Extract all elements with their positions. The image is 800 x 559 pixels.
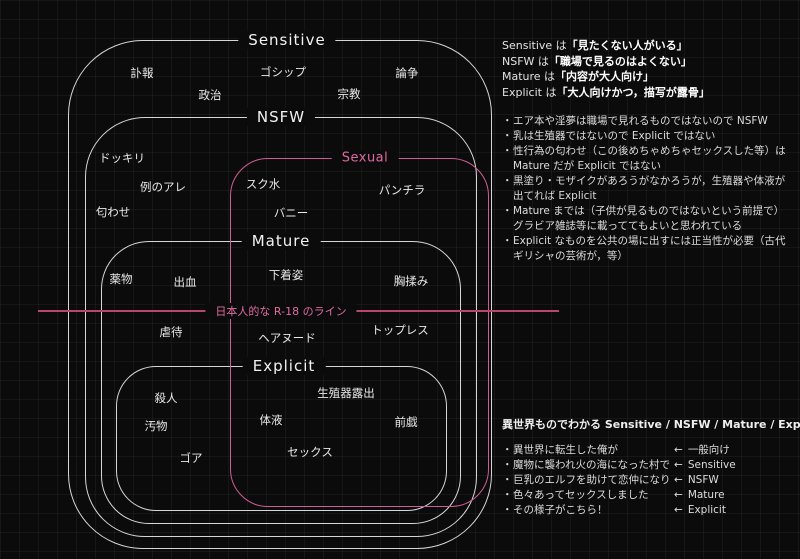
bullet-icon: ・ — [502, 504, 513, 516]
diagram-item: ゴシップ — [260, 65, 306, 79]
nsfw-label: NSFW — [246, 108, 316, 126]
bullet-icon: ・ — [502, 235, 513, 247]
diagram-item: ドッキリ — [99, 151, 145, 165]
diagram-item: 殺人 — [154, 391, 178, 405]
diagram-item: 前戯 — [394, 415, 418, 429]
diagram-item: 例のアレ — [140, 180, 186, 194]
definition-quote: 「職場で見るのはよくない」 — [548, 54, 692, 68]
bullet-icon: ・ — [502, 205, 513, 217]
diagram-item: 虐待 — [159, 325, 183, 339]
bullet-icon: ・ — [502, 145, 513, 157]
isekai-category: Explicit — [687, 504, 726, 516]
bullet-icon: ・ — [502, 175, 513, 187]
definition-prefix: NSFW は — [502, 54, 549, 68]
r18-line-label: 日本人的な R-18 のライン — [205, 303, 357, 319]
diagram-item: 宗教 — [337, 87, 361, 101]
bullet-icon: ・ — [502, 115, 513, 127]
diagram-item: ゴア — [179, 451, 203, 465]
note-text: 性行為の匂わせ（この後めちゃめちゃセックスした等）は Mature だが Exp… — [513, 145, 786, 172]
definition-line: Sensitive は「見たくない人がいる」 — [502, 38, 794, 54]
isekai-row: ・ 魔物に襲われ火の海になった村で ← Sensitive — [502, 458, 798, 473]
definition-quote: 「内容が大人向け」 — [555, 70, 655, 83]
definition-prefix: Mature は — [502, 70, 556, 83]
bullet-icon: ・ — [502, 474, 513, 486]
isekai-category: Sensitive — [687, 459, 736, 471]
note-bullet: ・Mature までは（子供が見るものではないという前提で）グラビア雑誌等に載っ… — [502, 204, 794, 234]
diagram-item: 論争 — [395, 66, 419, 80]
diagram-item: 政治 — [198, 88, 222, 102]
diagram-item: スク水 — [245, 177, 281, 191]
definitions-panel: Sensitive は「見たくない人がいる」 NSFW は「職場で見るのはよくな… — [502, 38, 794, 264]
isekai-line: 巨乳のエルフを助けて恋仲になり — [513, 474, 671, 486]
isekai-category: NSFW — [687, 474, 719, 486]
isekai-line: 色々あってセックスしました — [513, 489, 649, 501]
bullet-icon: ・ — [502, 130, 513, 142]
note-bullet: ・乳は生殖器ではないので Explicit ではない — [502, 129, 794, 144]
note-text: エア本や淫夢は職場で見れるものではないので NSFW — [513, 115, 768, 127]
bullet-icon: ・ — [502, 489, 513, 501]
definition-line: Mature は「内容が大人向け」 — [502, 69, 794, 85]
mature-label: Mature — [241, 232, 321, 250]
explicit-label: Explicit — [242, 357, 326, 375]
definition-quote: 「見たくない人がいる」 — [566, 39, 688, 52]
diagram-item: ヘアヌード — [258, 331, 316, 345]
diagram-item: 生殖器露出 — [317, 386, 375, 400]
isekai-row: ・ 異世界に転生した俺が ← 一般向け — [502, 443, 798, 458]
sexual-label: Sexual — [331, 150, 399, 166]
note-bullet: ・エア本や淫夢は職場で見れるものではないので NSFW — [502, 114, 794, 129]
isekai-line: 異世界に転生した俺が — [513, 444, 618, 456]
diagram-item: トップレス — [371, 323, 429, 337]
left-arrow-icon: ← — [674, 459, 683, 471]
note-bullet: ・黒塗り・モザイクがあろうがなかろうが，生殖器や体液が出てれば Explicit — [502, 174, 794, 204]
note-text: Mature までは（子供が見るものではないという前提で）グラビア雑誌等に載って… — [513, 205, 785, 232]
diagram-item: 訃報 — [130, 66, 154, 80]
notes-bullet-list: ・エア本や淫夢は職場で見れるものではないので NSFW ・乳は生殖器ではないので… — [502, 114, 794, 264]
note-bullet: ・性行為の匂わせ（この後めちゃめちゃセックスした等）は Mature だが Ex… — [502, 144, 794, 174]
diagram-item: セックス — [287, 445, 333, 459]
isekai-row: ・ 巨乳のエルフを助けて恋仲になり ← NSFW — [502, 473, 798, 488]
diagram-item: 出血 — [173, 275, 197, 289]
definition-line: Explicit は「大人向けかつ，描写が露骨」 — [502, 85, 794, 101]
isekai-example-panel: 異世界ものでわかる Sensitive / NSFW / Mature / Ex… — [502, 416, 800, 518]
definition-prefix: Explicit は — [502, 85, 557, 99]
left-arrow-icon: ← — [674, 489, 683, 501]
isekai-category: Mature — [687, 489, 725, 501]
definition-line: NSFW は「職場で見るのはよくない」 — [502, 54, 794, 70]
left-arrow-icon: ← — [674, 474, 683, 486]
isekai-row: ・ 色々あってセックスしました ← Mature — [502, 488, 798, 503]
note-bullet: ・Explicit なものを公共の場に出すには正当性が必要（古代ギリシャの芸術が… — [502, 234, 794, 264]
sensitive-label: Sensitive — [238, 31, 336, 49]
bullet-icon: ・ — [502, 444, 513, 456]
isekai-title: 異世界ものでわかる Sensitive / NSFW / Mature / Ex… — [502, 418, 800, 431]
left-arrow-icon: ← — [674, 504, 683, 516]
diagram-item: 下着姿 — [268, 268, 304, 282]
diagram-item: 胸揉み — [393, 274, 429, 288]
diagram-item: 薬物 — [109, 272, 133, 286]
diagram-item: パンチラ — [378, 183, 426, 197]
definition-quote: 「大人向けかつ，描写が露骨」 — [556, 85, 710, 99]
diagram-item: バニー — [273, 206, 309, 220]
note-text: Explicit なものを公共の場に出すには正当性が必要（古代ギリシャの芸術が，… — [513, 235, 786, 262]
isekai-line: 魔物に襲われ火の海になった村で — [513, 459, 670, 471]
diagram-item: 体液 — [259, 413, 283, 427]
isekai-line: その様子がこちら！ — [513, 504, 608, 516]
left-arrow-icon: ← — [674, 444, 683, 456]
diagram-item: 匂わせ — [95, 205, 131, 219]
note-text: 乳は生殖器ではないので Explicit ではない — [513, 130, 716, 142]
note-text: 黒塗り・モザイクがあろうがなかろうが，生殖器や体液が出てれば Explicit — [513, 175, 786, 202]
isekai-row: ・ その様子がこちら！ ← Explicit — [502, 503, 798, 518]
definition-prefix: Sensitive は — [502, 39, 567, 52]
diagram-item: 汚物 — [144, 419, 168, 433]
isekai-category: 一般向け — [687, 444, 730, 456]
bullet-icon: ・ — [502, 459, 513, 471]
